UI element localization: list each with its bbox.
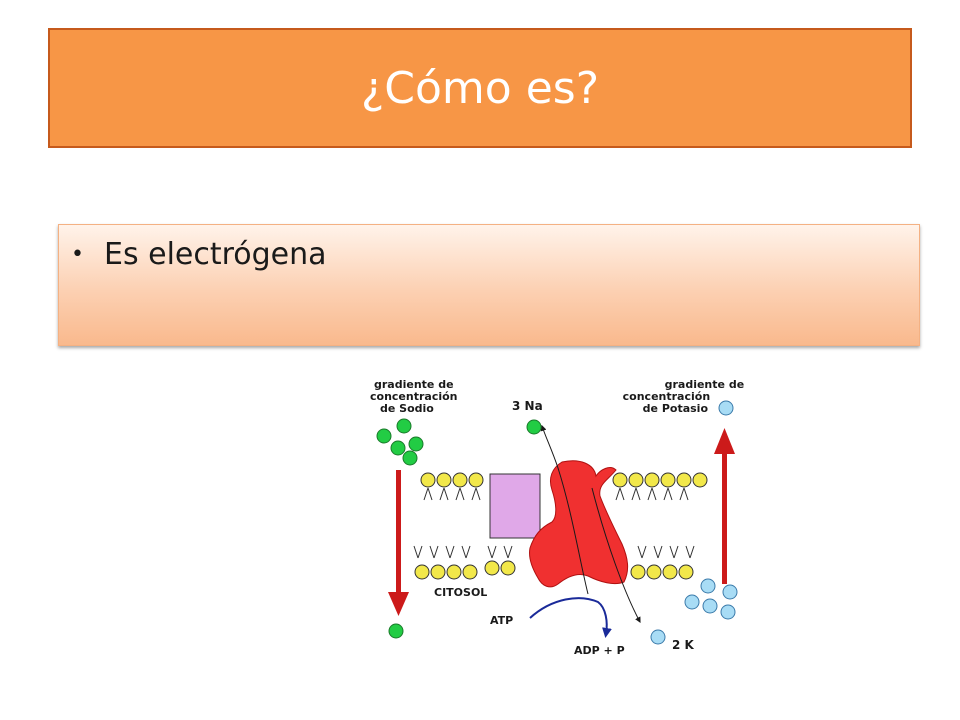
- potassium-label: 2 K: [672, 638, 695, 652]
- sodium-potassium-pump: [529, 460, 629, 588]
- bullet-text: Es electrógena: [103, 237, 327, 272]
- potassium-gradient-arrow: [714, 428, 735, 584]
- sodium-gradient-arrow: [388, 470, 409, 616]
- sodium-transport-arrow: [540, 424, 589, 595]
- bullet-dot-icon: •: [71, 242, 84, 267]
- membrane-left: [413, 472, 516, 580]
- sodium-gradient-label: gradiente de concentración de Sodio: [370, 378, 461, 415]
- potassium-gradient-label: gradiente de concentración de Potasio: [623, 378, 748, 415]
- channel-protein: [489, 473, 541, 539]
- title-banner: ¿Cómo es?: [48, 28, 912, 148]
- adp-label: ADP + P: [574, 644, 625, 657]
- membrane-right: [612, 472, 708, 580]
- sodium-potassium-pump-diagram: gradiente de concentración de Sodio grad…: [370, 378, 748, 657]
- sodium-ions: [376, 418, 542, 639]
- potassium-transport-arrow: [591, 487, 641, 624]
- cytosol-label: CITOSOL: [434, 586, 487, 599]
- bullet-item: • Es electrógena: [71, 237, 327, 272]
- atp-hydrolysis-arrow: [529, 597, 612, 638]
- atp-label: ATP: [490, 614, 513, 627]
- potassium-ions: [650, 400, 738, 645]
- slide-title: ¿Cómo es?: [360, 62, 600, 114]
- sodium-label: 3 Na: [512, 399, 543, 413]
- content-box: • Es electrógena: [58, 224, 920, 346]
